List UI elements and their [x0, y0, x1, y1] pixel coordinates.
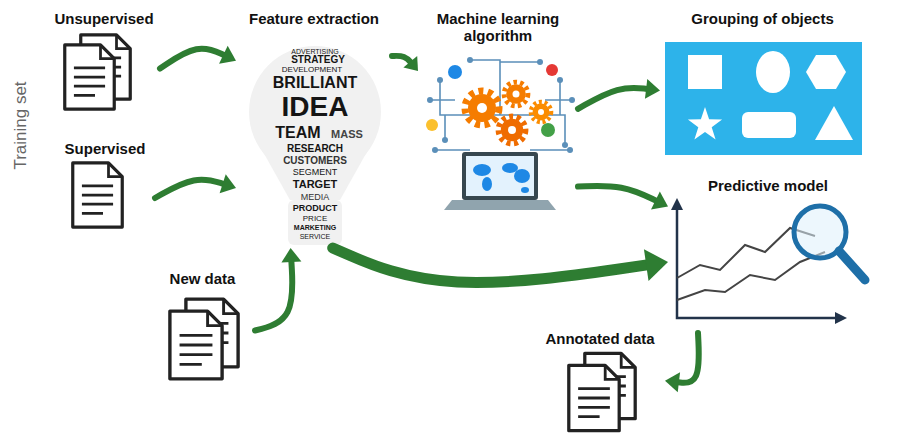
arrow-head — [651, 191, 668, 209]
document-node: Supervised — [55, 138, 155, 238]
arrow-shaft — [160, 49, 226, 69]
word-cloud-word: PRODUCT — [293, 204, 338, 213]
node-title: Annotated data — [545, 330, 654, 347]
flow-arrow — [160, 46, 236, 69]
bulb-base — [288, 200, 342, 245]
arrow-shaft — [155, 180, 225, 198]
flow-arrow — [578, 186, 668, 210]
grouping-panel — [665, 42, 862, 155]
node-title: Machine learning algorithm — [428, 10, 568, 45]
arrow-head — [644, 249, 668, 281]
flow-arrow — [665, 333, 699, 392]
word-cloud-word: PRICE — [303, 215, 327, 223]
word-cloud-word: MEDIA — [301, 193, 330, 202]
word-cloud-word: TEAM — [275, 125, 320, 141]
word-cloud-word: ADVERTISING — [291, 48, 338, 55]
word-cloud-word: TARGET — [293, 179, 337, 190]
node-title: Predictive model — [708, 177, 828, 194]
document-icon — [569, 365, 619, 430]
word-cloud-word: STRATEGY — [291, 55, 345, 65]
flow-arrow — [333, 248, 668, 282]
document-icon — [170, 311, 222, 379]
node-title: Supervised — [65, 140, 146, 157]
magnifier — [794, 206, 865, 280]
arrow-head — [645, 79, 660, 99]
chart-node: Predictive model — [668, 175, 868, 333]
arrow-head — [219, 46, 236, 64]
word-cloud-word: SERVICE — [300, 233, 331, 240]
word-cloud-word: DEVELOPMENT — [282, 66, 342, 74]
node-title: Grouping of objects — [691, 10, 834, 27]
grouping-node: Grouping of objects — [660, 8, 865, 158]
flow-arrow — [155, 174, 236, 198]
word-cloud-word: SEGMENT — [293, 168, 338, 177]
document-icons — [65, 35, 635, 431]
node-title: New data — [170, 270, 236, 287]
node-title: Feature extraction — [249, 10, 379, 27]
arrow-shaft — [333, 248, 651, 282]
document-node: Annotated data — [535, 328, 665, 445]
arrow-head — [665, 372, 680, 392]
flow-arrow — [578, 79, 660, 109]
node-title: Unsupervised — [54, 10, 153, 27]
word-cloud-word: MASS — [331, 129, 363, 140]
arrow-shaft — [578, 88, 649, 109]
circuit-lines — [430, 60, 572, 150]
white-shapes — [688, 51, 853, 140]
arrow-shaft — [578, 186, 658, 202]
document-icon — [73, 163, 123, 227]
algorithm-node: Machine learning algorithm — [418, 8, 578, 218]
lightbulb-shape — [249, 46, 381, 245]
arrow-shaft — [392, 56, 412, 64]
document-node: Unsupervised — [48, 8, 160, 118]
arrow-head — [220, 174, 236, 193]
word-cloud-word: MARKETING — [294, 224, 336, 231]
word-cloud-word: BRILLIANT — [273, 75, 357, 91]
word-cloud-word: CUSTOMERS — [283, 156, 347, 166]
line-chart — [671, 198, 847, 324]
word-cloud-word: IDEA — [282, 93, 349, 121]
document-icon — [65, 45, 115, 109]
word-cloud-word: RESEARCH — [287, 144, 343, 154]
laptop — [444, 152, 556, 210]
flow-arrow — [392, 56, 418, 71]
arrow-head — [281, 248, 301, 263]
document-node: New data — [150, 268, 255, 393]
circuit-dots — [426, 57, 575, 153]
gears — [465, 82, 551, 144]
arrow-head — [403, 56, 418, 71]
axis-title: Training set — [12, 81, 29, 169]
flow-arrow — [255, 248, 301, 331]
arrow-shaft — [255, 259, 292, 330]
